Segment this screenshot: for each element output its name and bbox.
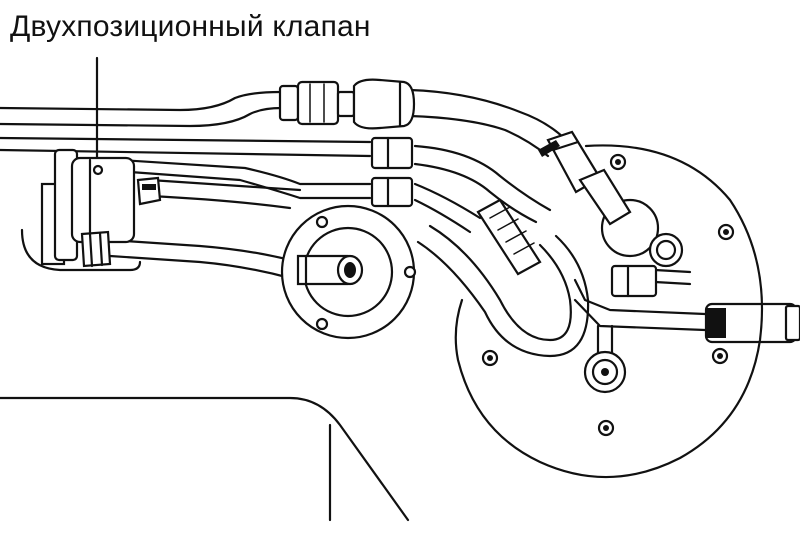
access-cover-flange — [280, 204, 417, 340]
two-position-valve — [20, 148, 162, 272]
fuel-pump-flange — [454, 144, 764, 479]
fuel-hoses — [0, 88, 707, 358]
fuel-tank-outline — [0, 396, 410, 522]
callout-label: Двухпозиционный клапан — [10, 10, 371, 43]
